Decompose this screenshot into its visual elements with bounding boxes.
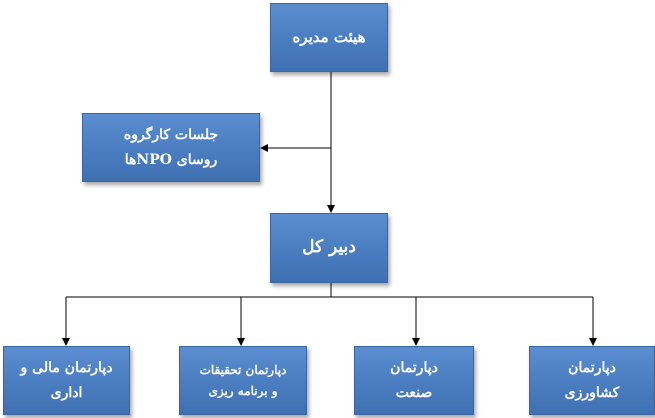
- finance-department-box: دپارتمان مالی و اداری: [3, 346, 130, 415]
- agriculture-department-box: دپارتمان کشاورزی: [529, 346, 655, 415]
- working-group-label-line2: روسای NPOها: [124, 151, 218, 168]
- research-label-line1: دپارتمان تحقیقات: [199, 362, 287, 377]
- agriculture-label-line1: دپارتمان: [568, 360, 616, 376]
- research-department-box: دپارتمان تحقیقات و برنامه ریزی: [179, 346, 307, 415]
- working-group-box: جلسات کارگروه روسای NPOها: [82, 113, 260, 182]
- agriculture-label-line2: کشاورزی: [564, 384, 620, 401]
- secretary-general-box: دبیر کل: [270, 213, 388, 283]
- industry-department-box: دپارتمان صنعت: [354, 346, 474, 415]
- finance-label-line2: اداری: [50, 384, 83, 401]
- industry-label-line2: صنعت: [395, 384, 433, 401]
- working-group-label-line1: جلسات کارگروه: [123, 127, 219, 143]
- board-of-directors-box: هیئت مدیره: [270, 3, 388, 72]
- industry-label-line1: دپارتمان: [390, 360, 438, 376]
- ceo-label: دبیر کل: [302, 237, 356, 258]
- board-label: هیئت مدیره: [292, 28, 366, 47]
- finance-label-line1: دپارتمان مالی و: [20, 360, 113, 376]
- research-label-line2: و برنامه ریزی: [208, 383, 278, 398]
